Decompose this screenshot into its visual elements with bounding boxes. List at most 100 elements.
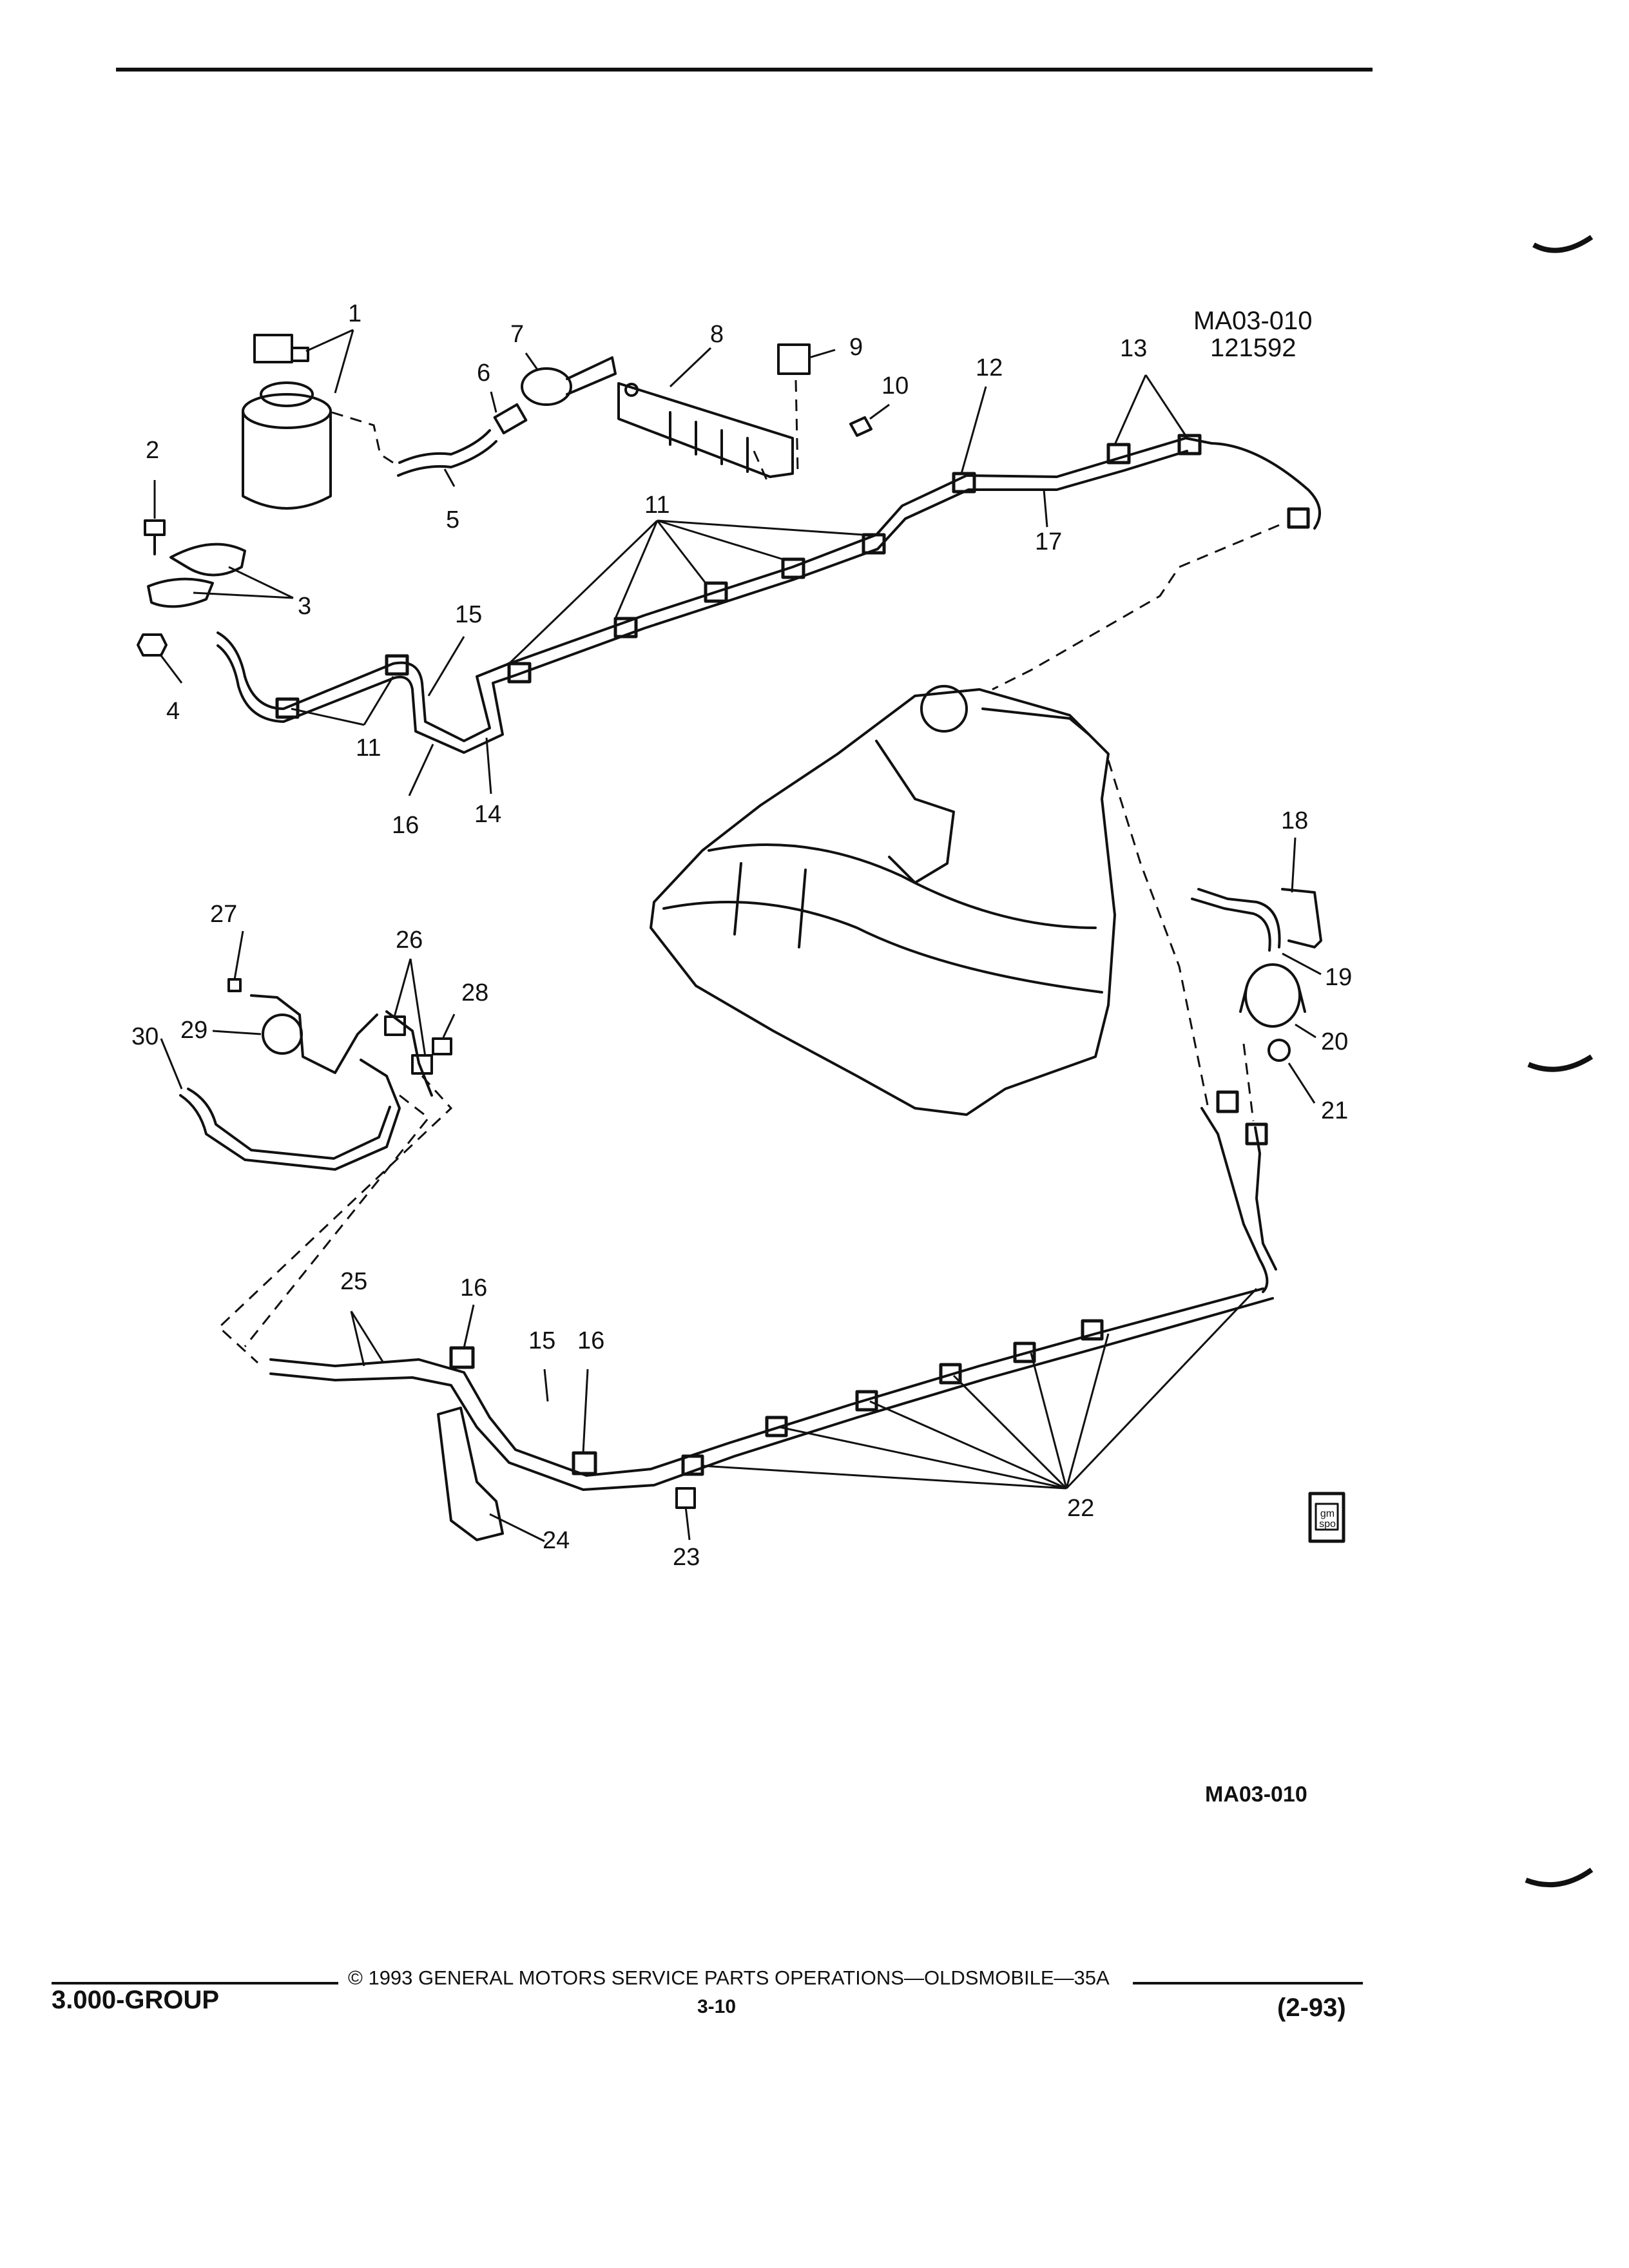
leader-line [1282, 952, 1322, 975]
fuel-tank [650, 685, 1116, 1116]
leader-line [1113, 374, 1187, 445]
footer-copyright: © 1993 GENERAL MOTORS SERVICE PARTS OPER… [348, 1966, 1110, 1989]
callout-5: 5 [446, 506, 460, 533]
bracket [437, 1407, 504, 1541]
dashed-guide [795, 380, 799, 474]
gm-spo-logo [1308, 1492, 1345, 1543]
callout-14: 14 [474, 801, 502, 828]
callout-3: 3 [298, 593, 312, 620]
callout-6: 6 [477, 360, 491, 387]
callout-19: 19 [1325, 964, 1353, 991]
callout-16a: 16 [392, 812, 419, 839]
leader-line [408, 744, 434, 796]
leader-line [193, 566, 294, 599]
callout-30: 30 [131, 1023, 159, 1050]
purge-valve [493, 356, 617, 435]
hose [398, 429, 491, 464]
callout-16c: 16 [577, 1327, 605, 1354]
pump-assembly [1191, 888, 1322, 1062]
hose [397, 440, 497, 477]
leader-line [960, 386, 987, 474]
leader-line [809, 349, 836, 359]
callout-24: 24 [543, 1527, 570, 1554]
leader-line [490, 391, 497, 413]
leader-line [582, 1369, 589, 1454]
callout-17: 17 [1035, 528, 1063, 555]
callout-16b: 16 [460, 1274, 488, 1302]
dashed-guide [331, 411, 394, 464]
leader-line [1287, 1062, 1316, 1104]
leader-line [443, 468, 456, 487]
callout-1: 1 [348, 300, 362, 327]
figure-id: MA03-010 [1193, 307, 1313, 335]
callout-12: 12 [976, 354, 1003, 381]
leader-line [305, 329, 354, 394]
callout-4: 4 [166, 698, 180, 725]
dashed-guide [1107, 760, 1210, 1109]
leader-line [525, 352, 539, 371]
leader-line [393, 958, 427, 1057]
vapor-canister [242, 334, 332, 510]
leader-line [233, 930, 244, 980]
callout-11b: 11 [356, 735, 381, 762]
leader-line [508, 519, 864, 665]
margin-mark [1532, 235, 1594, 253]
fuel-line [1200, 1107, 1269, 1293]
fuel-line [269, 1297, 1274, 1491]
callout-13: 13 [1120, 335, 1148, 362]
leader-line [212, 1030, 262, 1035]
callout-22: 22 [1067, 1495, 1095, 1522]
fuel-line [217, 437, 1321, 742]
dashed-guide [244, 1094, 430, 1347]
leader-line [869, 403, 890, 420]
callout-20: 20 [1321, 1028, 1349, 1055]
leader-line [485, 737, 492, 794]
line-clips [275, 434, 1310, 719]
leader-line [442, 1014, 456, 1038]
leader-line [160, 1038, 183, 1090]
dashed-guide [992, 524, 1280, 691]
retainer [147, 577, 214, 608]
figure-date: 121592 [1210, 334, 1296, 362]
leader-line [350, 1311, 385, 1367]
footer-date: (2-93) [1277, 1994, 1346, 2022]
callout-2: 2 [146, 437, 160, 464]
callout-9: 9 [849, 334, 863, 361]
fuel-line [269, 1287, 1264, 1477]
leader-line [702, 1287, 1258, 1490]
leader-line [1291, 837, 1296, 893]
bolt [849, 416, 872, 437]
fastener [144, 519, 166, 555]
retainer [169, 543, 246, 577]
callout-27: 27 [210, 901, 238, 928]
leader-line [669, 347, 712, 388]
dashed-guide [217, 1075, 453, 1364]
callout-10: 10 [882, 372, 909, 399]
bracket [617, 382, 794, 478]
callout-26: 26 [396, 927, 423, 954]
callout-18: 18 [1281, 807, 1309, 834]
leader-line [1295, 1023, 1316, 1039]
callout-8: 8 [710, 321, 724, 348]
bottom-figure-ref: MA03-010 [1205, 1782, 1307, 1807]
margin-mark [1527, 1054, 1594, 1072]
line-clips [449, 1090, 1268, 1476]
leader-line [1043, 489, 1048, 528]
callout-15a: 15 [455, 601, 483, 628]
callout-15b: 15 [528, 1327, 556, 1354]
footer-group: 3.000-GROUP [52, 1986, 220, 2014]
callout-23: 23 [673, 1544, 700, 1571]
callout-25: 25 [340, 1268, 368, 1295]
footer-page: 3-10 [697, 1996, 737, 2017]
callout-11a: 11 [644, 492, 670, 519]
callout-29: 29 [180, 1017, 208, 1044]
gm-spo-logo-text: gm spo [1319, 1508, 1336, 1530]
leader-line [684, 1506, 691, 1541]
leader-line [159, 653, 183, 684]
margin-mark [1525, 1867, 1594, 1888]
dashed-guide [753, 450, 768, 481]
sensor [777, 343, 811, 375]
leader-line [543, 1369, 549, 1402]
